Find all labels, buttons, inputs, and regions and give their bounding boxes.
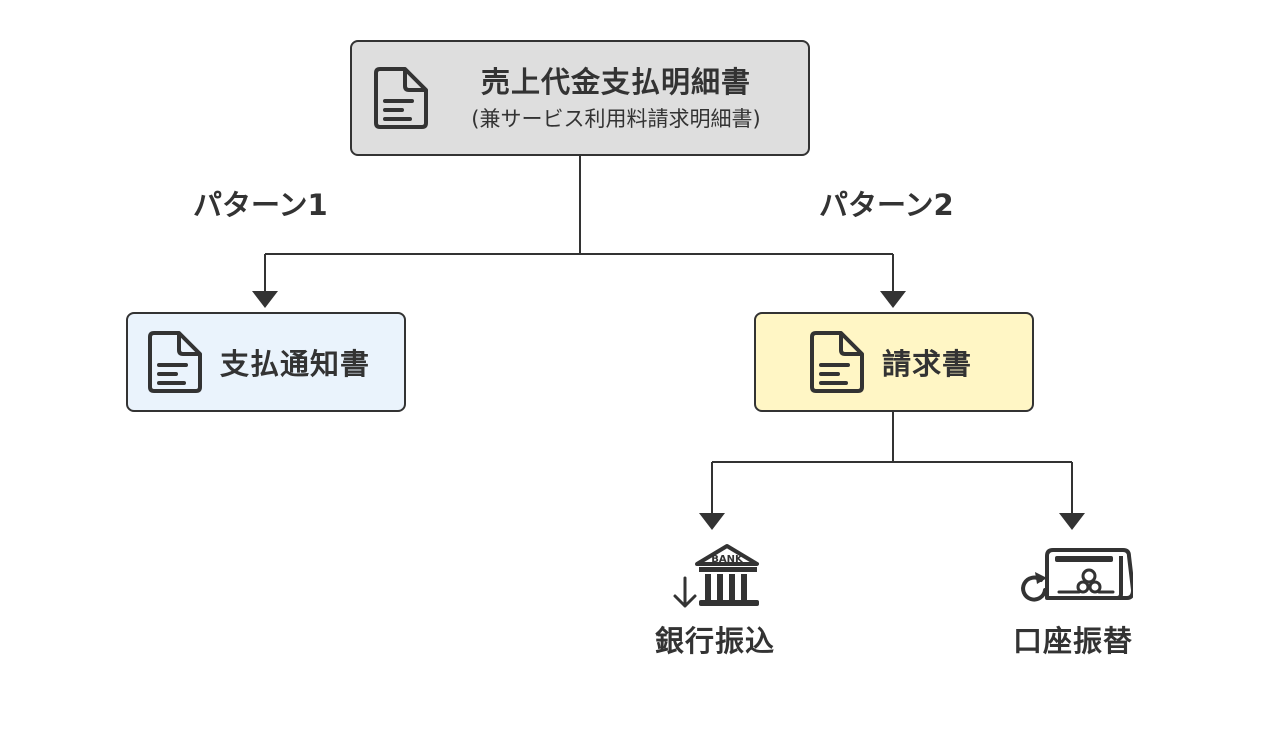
direct-debit-leaf: 口座振替 — [998, 540, 1148, 660]
arrowhead-bank — [699, 513, 725, 530]
invoice-label: 請求書 — [882, 347, 973, 381]
card-reader-icon — [1013, 540, 1133, 612]
document-icon — [146, 329, 204, 395]
payment-notice-label: 支払通知書 — [220, 347, 371, 381]
document-icon — [808, 329, 866, 395]
statement-subtitle: (兼サービス利用料請求明細書) — [471, 107, 761, 131]
direct-debit-label: 口座振替 — [1012, 624, 1133, 658]
statement-title: 売上代金支払明細書 — [480, 65, 751, 99]
arrowhead-left — [252, 291, 278, 308]
bank-transfer-label: 銀行振込 — [654, 624, 775, 658]
bank-icon: BANK — [665, 540, 765, 612]
invoice-node: 請求書 — [754, 312, 1034, 412]
payment-notice-node: 支払通知書 — [126, 312, 406, 412]
arrowhead-debit — [1059, 513, 1085, 530]
arrowhead-right — [880, 291, 906, 308]
bank-icon-text: BANK — [711, 554, 744, 565]
statement-node: 売上代金支払明細書 (兼サービス利用料請求明細書) — [350, 40, 810, 156]
pattern-2-label: パターン2 — [819, 188, 954, 222]
pattern-1-label: パターン1 — [193, 188, 328, 222]
document-icon — [372, 65, 430, 131]
bank-transfer-leaf: BANK 銀行振込 — [640, 540, 790, 660]
